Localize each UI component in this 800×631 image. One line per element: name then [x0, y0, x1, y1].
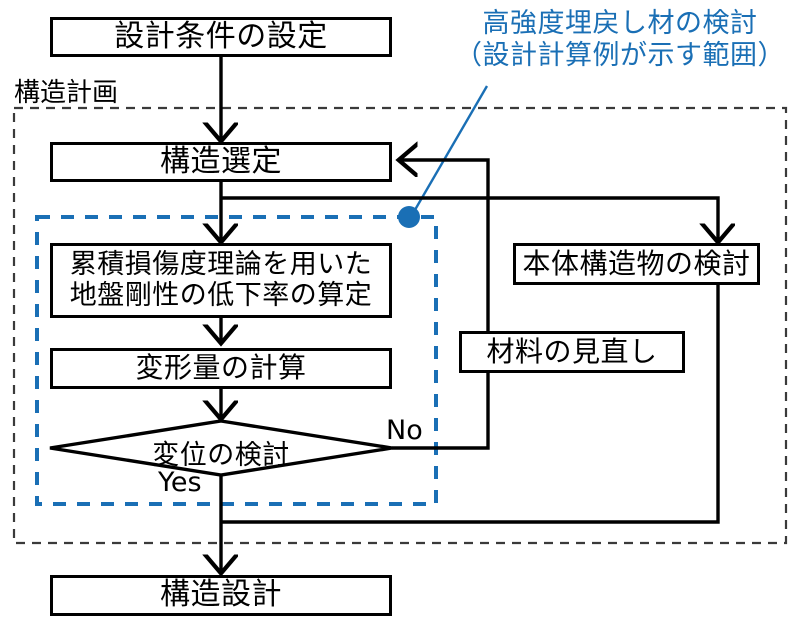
node-deformation-calculation[interactable]: 変形量の計算 — [50, 348, 392, 389]
edge-no-to-material-revision — [392, 373, 490, 450]
group-label-structural-planning: 構造計画 — [14, 78, 119, 108]
branch-label-yes: Yes — [158, 467, 202, 498]
annotation-backfill-material: 高強度埋戻し材の検討 （設計計算例が示す範囲） — [455, 8, 785, 71]
node-structure-selection[interactable]: 構造選定 — [50, 142, 392, 182]
node-design-conditions[interactable]: 設計条件の設定 — [50, 17, 392, 57]
node-cumulative-damage-theory[interactable]: 累積損傷度理論を用いた 地盤剛性の低下率の算定 — [50, 243, 392, 318]
node-structural-design[interactable]: 構造設計 — [50, 575, 392, 616]
node-displacement-check-label[interactable]: 変位の検討 — [152, 440, 290, 471]
node-material-revision[interactable]: 材料の見直し — [459, 331, 685, 373]
edge-material-revision-to-selection — [400, 160, 490, 331]
annotation-leader-line — [410, 85, 489, 216]
group-boundary-structural-planning — [12, 106, 788, 545]
edge-selection-to-main-structure — [221, 196, 718, 241]
highlight-region-backfill-material — [35, 215, 438, 506]
annotation-anchor-dot — [398, 206, 420, 228]
branch-label-no: No — [386, 415, 423, 446]
node-main-structure-review[interactable]: 本体構造物の検討 — [513, 243, 760, 285]
edge-main-structure-to-trunk — [221, 285, 720, 524]
